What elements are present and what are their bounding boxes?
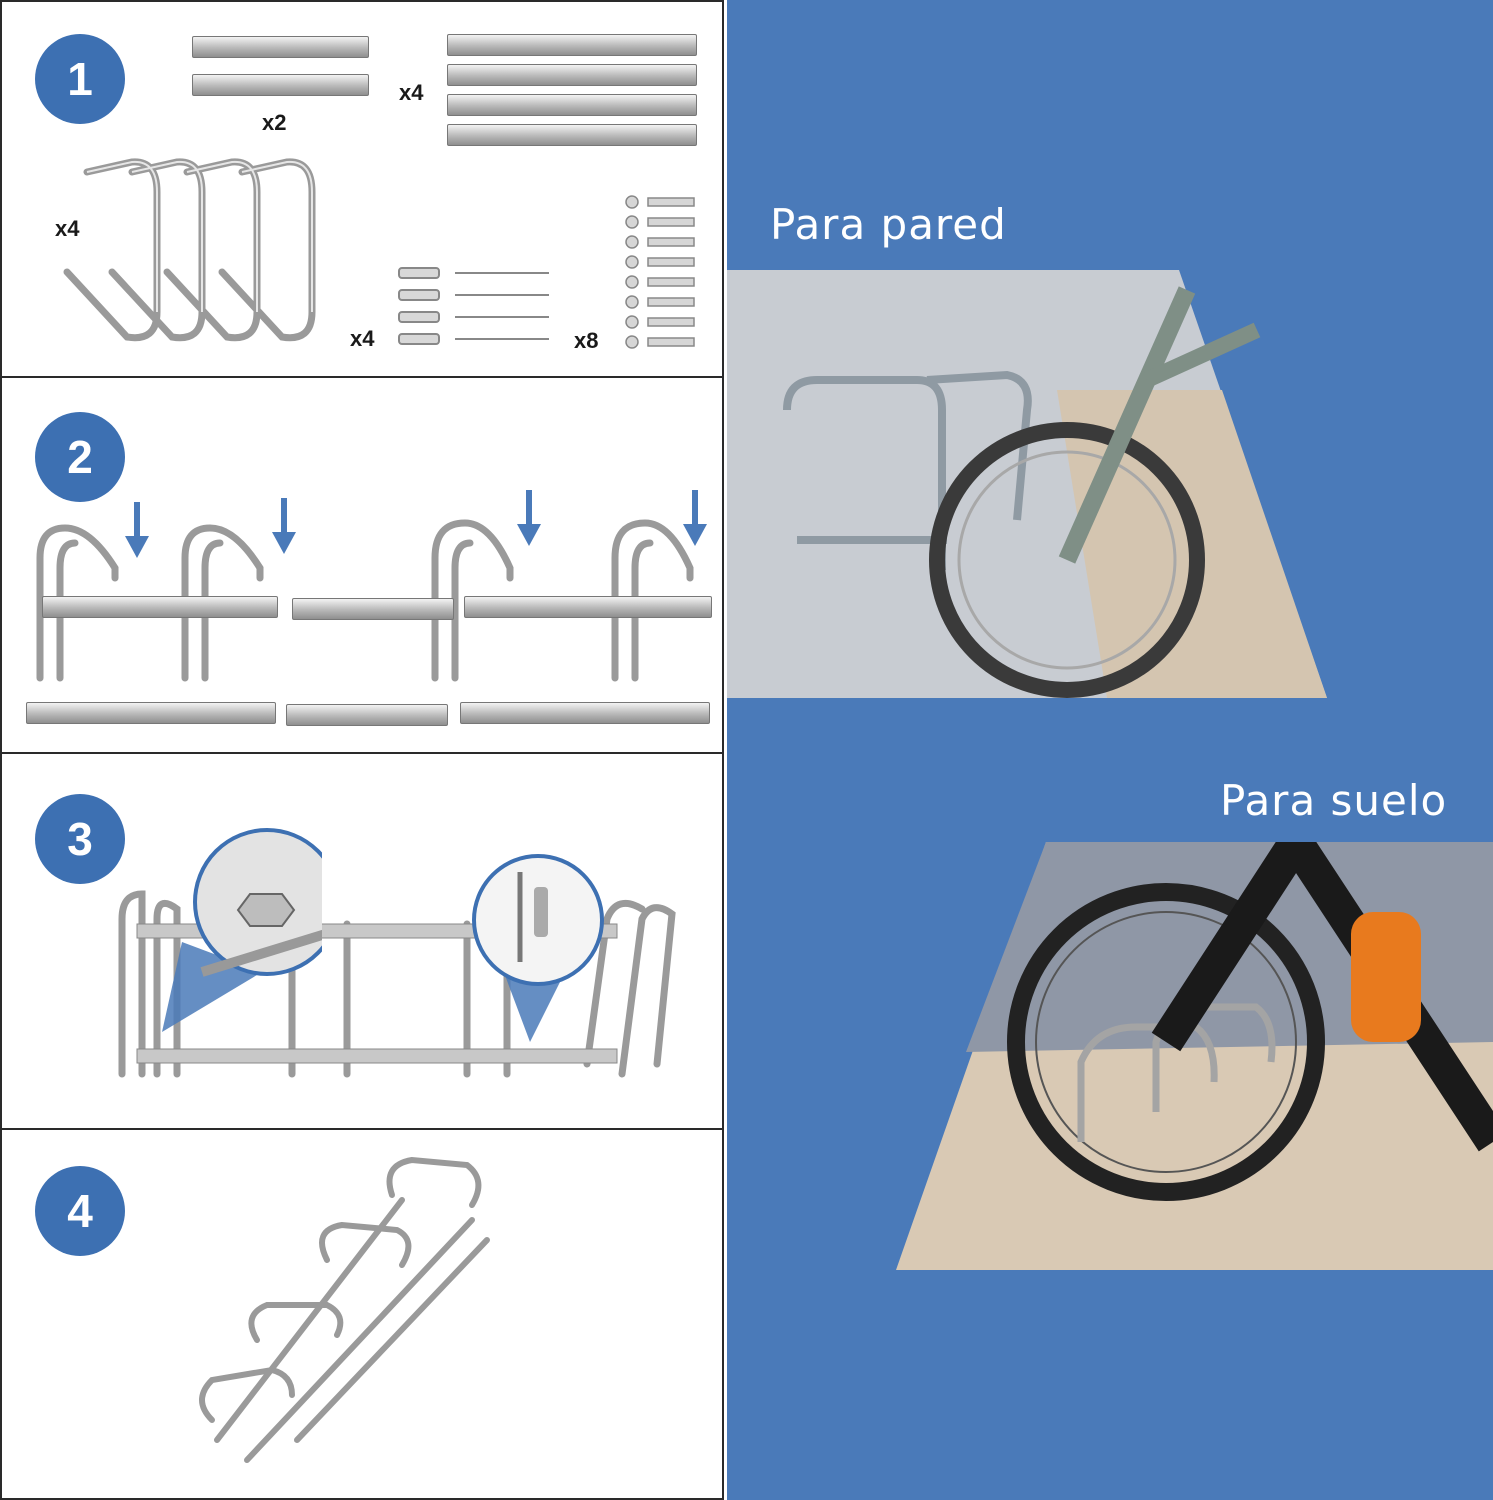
- long-bar: [447, 34, 697, 56]
- long-bar: [26, 702, 276, 724]
- step-1-badge: 1: [35, 34, 125, 124]
- long-bar: [447, 124, 697, 146]
- wall-caption: Para pared: [770, 200, 1007, 249]
- anchors-screws-illustration: [398, 267, 549, 345]
- qty-hoops: x4: [55, 216, 80, 241]
- long-bar: [447, 64, 697, 86]
- down-arrow-icon: [517, 490, 541, 546]
- magnifier-callout-icon: [472, 854, 604, 1042]
- step-2-badge: 2: [35, 412, 125, 502]
- step-4-panel: 4: [0, 1128, 724, 1500]
- instructions-column: 1 x2 x4 x4 x4: [0, 0, 727, 1500]
- short-bar: [286, 704, 448, 726]
- magnifier-callout-icon: [162, 828, 322, 1032]
- short-bar: [192, 36, 369, 58]
- qty-long-bars: x4: [399, 80, 424, 105]
- step-3-badge: 3: [35, 794, 125, 884]
- short-bar: [192, 74, 369, 96]
- down-arrow-icon: [272, 498, 296, 554]
- qty-short-bars: x2: [262, 110, 287, 135]
- floor-photo: [896, 842, 1493, 1270]
- step-4-badge: 4: [35, 1166, 125, 1256]
- hoops-on-bars-illustration: [36, 519, 694, 682]
- hoops-illustration: [63, 158, 316, 342]
- wall-photo: [727, 270, 1327, 698]
- qty-bolts: x8: [574, 328, 599, 353]
- down-arrow-icon: [683, 490, 707, 546]
- step-3-panel: 3: [0, 752, 724, 1130]
- step-1-panel: 1 x2 x4 x4 x4: [0, 0, 724, 378]
- qty-anchors: x4: [350, 326, 375, 351]
- nuts-bolts-illustration: [625, 195, 695, 349]
- long-bar: [42, 596, 278, 618]
- floor-caption: Para suelo: [1220, 776, 1448, 825]
- long-bar: [464, 596, 712, 618]
- down-arrow-icon: [125, 502, 149, 558]
- long-bar: [447, 94, 697, 116]
- long-bar: [460, 702, 710, 724]
- finished-rack-illustration: [199, 1156, 490, 1463]
- short-bar: [292, 598, 454, 620]
- step-2-panel: 2: [0, 376, 724, 754]
